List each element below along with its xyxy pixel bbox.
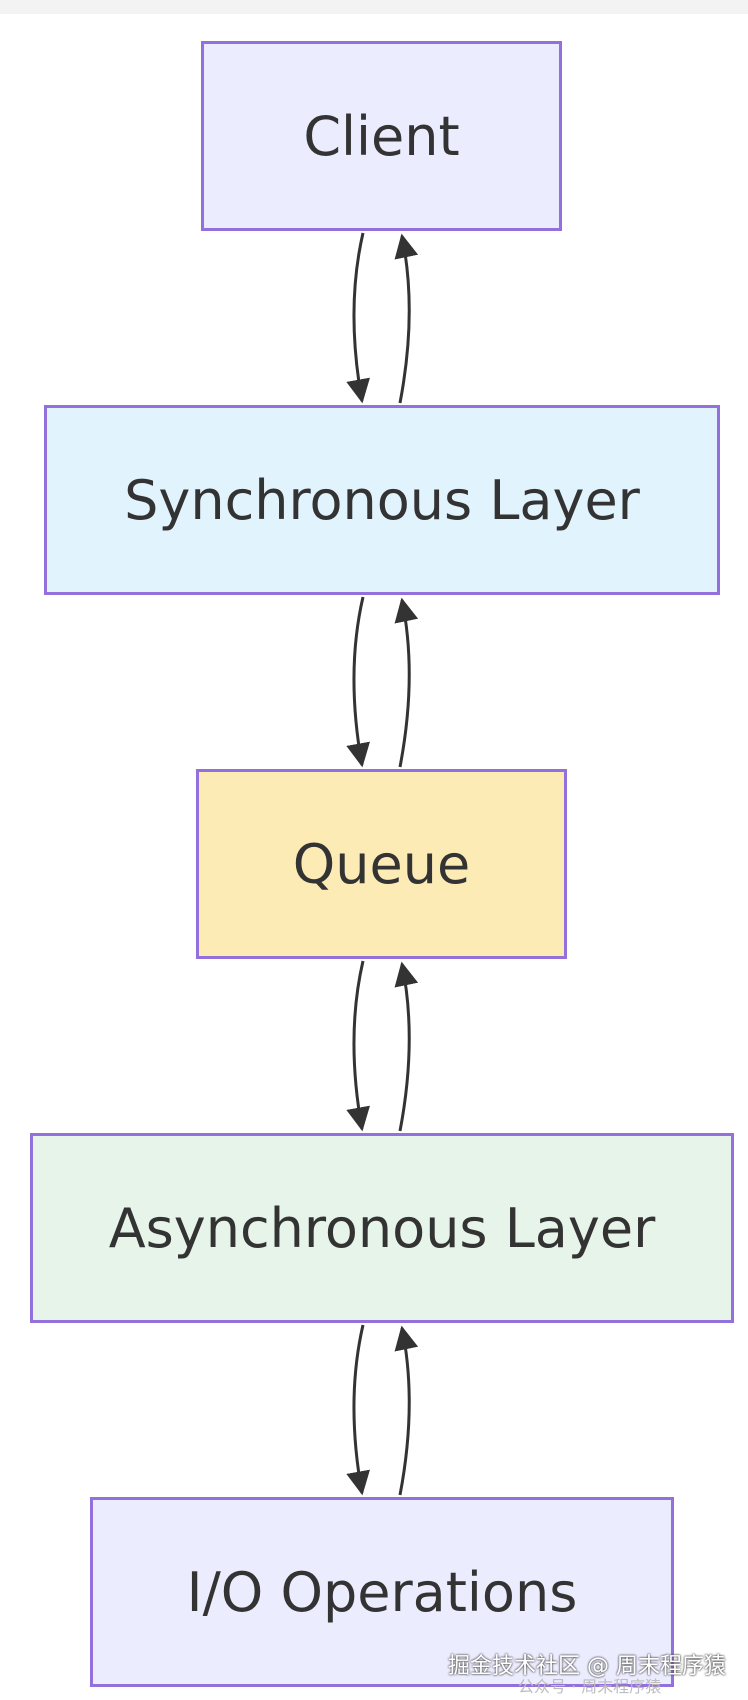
- node-io-operations-label: I/O Operations: [186, 1560, 578, 1624]
- watermark: 掘金技术社区 @ 周末程序猿: [448, 1654, 726, 1679]
- node-asynchronous-layer-label: Asynchronous Layer: [108, 1196, 656, 1260]
- node-io-operations: I/O Operations: [90, 1497, 674, 1687]
- top-strip: [0, 0, 748, 14]
- node-client-label: Client: [303, 104, 460, 168]
- edge-async-to-io: [346, 1324, 370, 1496]
- edge-io-to-async: [394, 1325, 419, 1496]
- node-queue-label: Queue: [292, 832, 471, 896]
- edge-sync-to-queue: [346, 596, 370, 768]
- watermark-sub: 公众号 · 周末程序猿: [518, 1677, 662, 1696]
- edge-queue-to-sync: [394, 597, 419, 768]
- edge-client-to-sync: [346, 232, 370, 404]
- node-queue: Queue: [196, 769, 567, 959]
- node-client: Client: [201, 41, 562, 231]
- edge-queue-to-async: [346, 960, 370, 1132]
- node-synchronous-layer: Synchronous Layer: [44, 405, 720, 595]
- edge-async-to-queue: [394, 961, 419, 1132]
- node-asynchronous-layer: Asynchronous Layer: [30, 1133, 734, 1323]
- edge-sync-to-client: [394, 233, 419, 404]
- node-synchronous-layer-label: Synchronous Layer: [124, 468, 640, 532]
